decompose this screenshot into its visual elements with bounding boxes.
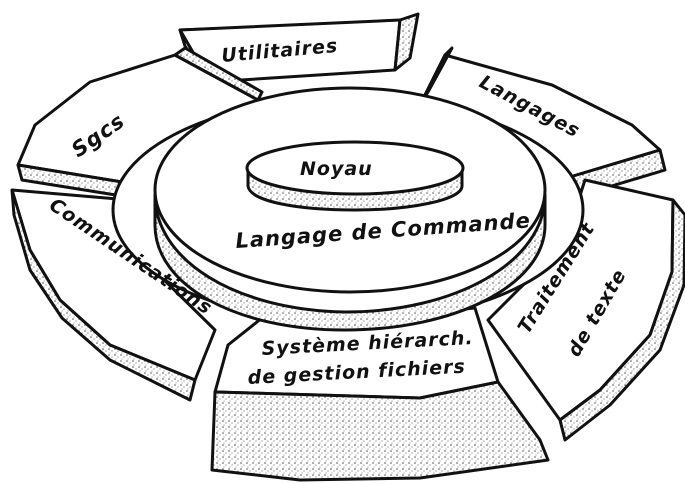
label-core: Noyau	[300, 158, 373, 180]
